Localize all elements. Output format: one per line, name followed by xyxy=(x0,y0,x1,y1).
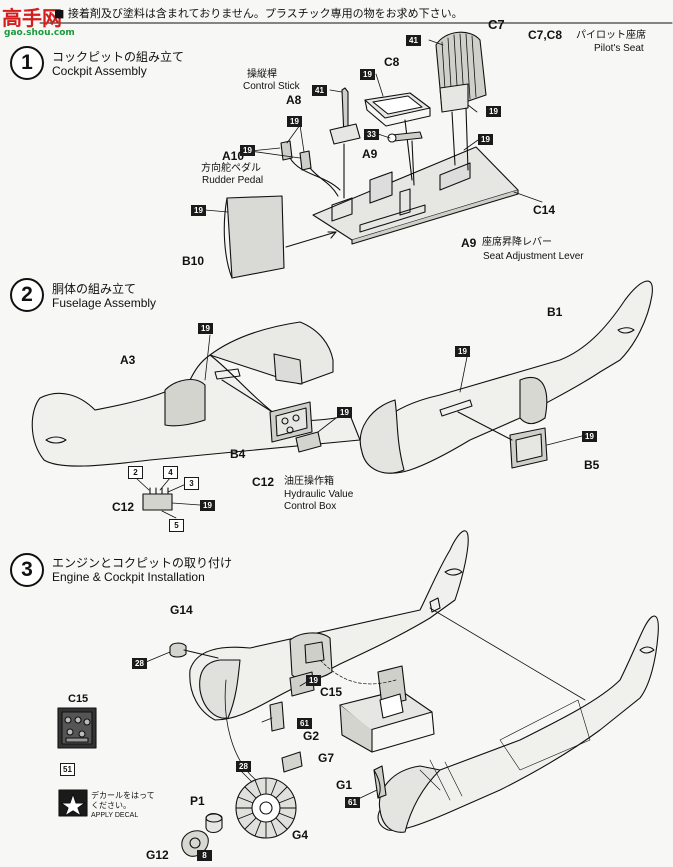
label-g12: G12 xyxy=(146,848,169,862)
label-g14: G14 xyxy=(170,603,193,617)
step-1-title-jp: コックピットの組み立て xyxy=(52,50,185,64)
color-badge: 41 xyxy=(312,85,327,96)
step-2-title-en: Fuselage Assembly xyxy=(52,296,157,310)
label-c14: C14 xyxy=(533,203,556,217)
control-stick-jp: 操縦桿 xyxy=(247,69,277,80)
watermark-url: gao.shou.com xyxy=(4,28,75,38)
fuselage-assembly-step3 xyxy=(189,530,469,721)
color-badge: 51 xyxy=(60,763,75,776)
label-a3: A3 xyxy=(120,353,136,367)
right-fuselage-step3 xyxy=(377,615,659,833)
color-badge: 33 xyxy=(364,129,379,140)
part-g7 xyxy=(281,751,303,773)
decal-symbol xyxy=(58,789,88,817)
color-badge: 3 xyxy=(184,477,199,490)
color-badge: 61 xyxy=(297,718,312,729)
rudder-pedal-en: Rudder Pedal xyxy=(202,175,264,186)
hydraulic-en-2: Control Box xyxy=(284,501,337,512)
color-badge: 19 xyxy=(582,431,597,442)
rudder-pedals-a10 xyxy=(280,140,341,197)
lever-a9 xyxy=(387,131,423,186)
label-g2: G2 xyxy=(303,729,320,743)
color-badge: 28 xyxy=(236,761,251,772)
pilot-seat-code: C7,C8 xyxy=(528,28,563,42)
hydraulic-box-c12 xyxy=(142,431,322,511)
color-badge: 19 xyxy=(191,205,206,216)
label-c15-detail: C15 xyxy=(68,693,89,705)
step-1-title-en: Cockpit Assembly xyxy=(52,64,147,78)
seat-lever-code: A9 xyxy=(461,236,477,250)
part-g14 xyxy=(169,642,219,659)
color-badge: 19 xyxy=(198,323,213,334)
pilot-seat-en: Pilot's Seat xyxy=(594,43,644,54)
step-2-title-jp: 胴体の組み立て xyxy=(52,282,137,296)
color-badge: 8 xyxy=(197,850,212,861)
step-2-number: 2 xyxy=(10,278,44,312)
hydraulic-jp: 油圧操作箱 xyxy=(284,476,334,487)
watermark-brand: 高手网 xyxy=(2,6,62,30)
color-badge: 19 xyxy=(360,69,375,80)
step-3-number: 3 xyxy=(10,553,44,587)
rudder-pedal-jp: 方向舵ペダル xyxy=(201,163,261,174)
label-g4: G4 xyxy=(292,828,309,842)
color-badge: 2 xyxy=(128,466,143,479)
label-a9: A9 xyxy=(362,147,378,161)
color-badge: 19 xyxy=(486,106,501,117)
color-badge: 19 xyxy=(455,346,470,357)
color-badge: 19 xyxy=(287,116,302,127)
step-3-title-jp: エンジンとコクピットの取り付け xyxy=(52,556,233,570)
pilot-seat-jp: パイロット座席 xyxy=(576,30,646,41)
seat-lever-jp: 座席昇降レバー xyxy=(482,237,552,248)
part-g1 xyxy=(373,765,387,799)
color-badge: 4 xyxy=(163,466,178,479)
cockpit-assembly-mini xyxy=(339,665,435,753)
floor-plate-c14 xyxy=(312,146,519,245)
label-b5: B5 xyxy=(584,458,600,472)
control-stick-a8 xyxy=(329,87,361,199)
label-c12-detail: C12 xyxy=(112,500,135,514)
label-c15: C15 xyxy=(320,685,343,699)
hydraulic-en-1: Hydraulic Value xyxy=(284,489,354,500)
label-b1: B1 xyxy=(547,305,563,319)
label-g1: G1 xyxy=(336,778,353,792)
decal-instruction-jp-2: ください。 xyxy=(91,801,131,810)
header-notice: ■ 接着剤及び塗料は含まれておりません。プラスチック専用の物をお求め下さい。 xyxy=(54,7,463,20)
decal-instruction-en: APPLY DECAL xyxy=(91,812,139,819)
color-badge: 28 xyxy=(132,658,147,669)
label-a10: A10 xyxy=(222,149,245,163)
engine-g4 xyxy=(235,777,297,839)
label-c12: C12 xyxy=(252,475,275,489)
seat-c8 xyxy=(364,92,431,181)
c15-detail-panel xyxy=(57,707,97,749)
decal-instruction-jp-1: デカールをはって xyxy=(91,791,155,800)
color-badge: 41 xyxy=(406,35,421,46)
label-a8: A8 xyxy=(286,93,302,107)
seat-back-c7 xyxy=(435,31,487,171)
label-c7: C7 xyxy=(488,17,505,32)
instrument-panel-b4 xyxy=(269,401,313,443)
color-badge: 61 xyxy=(345,797,360,808)
part-g2 xyxy=(269,701,285,732)
label-g7: G7 xyxy=(318,751,335,765)
color-badge: 19 xyxy=(200,500,215,511)
seat-lever-en: Seat Adjustment Lever xyxy=(483,251,584,262)
control-stick-en: Control Stick xyxy=(243,81,300,92)
part-p1 xyxy=(205,812,223,834)
color-badge: 19 xyxy=(337,407,352,418)
step-1-number: 1 xyxy=(10,46,44,80)
color-badge: 19 xyxy=(478,134,493,145)
label-c8: C8 xyxy=(384,55,400,69)
color-badge: 5 xyxy=(169,519,184,532)
label-b10: B10 xyxy=(182,254,205,268)
label-p1: P1 xyxy=(190,794,205,808)
color-badge: 19 xyxy=(240,145,255,156)
fuselage-half-b1 xyxy=(359,280,653,474)
panel-b10 xyxy=(223,195,337,279)
color-badge: 19 xyxy=(306,675,321,686)
step-3-title-en: Engine & Cockpit Installation xyxy=(52,570,205,584)
label-b4: B4 xyxy=(230,447,246,461)
